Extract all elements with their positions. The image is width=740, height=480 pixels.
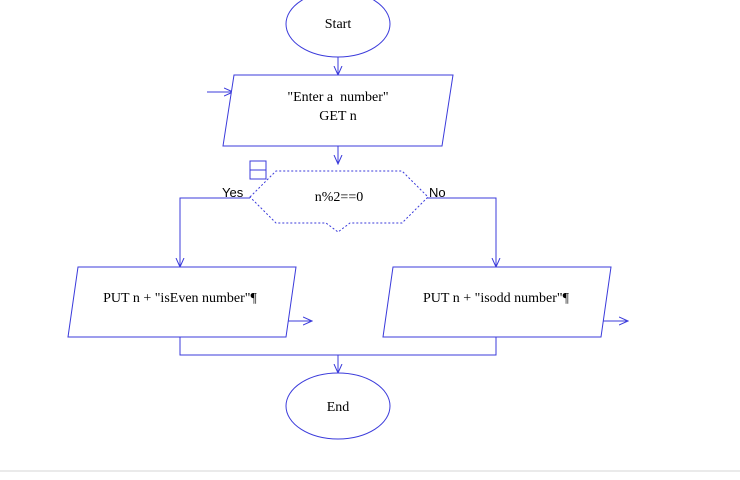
start-node[interactable]: Start <box>285 0 391 58</box>
edge-even-merge <box>179 337 338 356</box>
start-label: Start <box>325 17 352 32</box>
edge-no-branch <box>426 197 496 267</box>
end-node[interactable]: End <box>285 372 391 440</box>
odd-output-node[interactable]: PUT n + "isodd number"¶ <box>382 266 612 338</box>
decision-node[interactable]: n%2==0 <box>249 170 429 233</box>
input-prompt-label: "Enter a number" <box>287 90 388 105</box>
odd-output-label: PUT n + "isodd number"¶ <box>423 291 570 306</box>
yes-branch-label: Yes <box>222 185 244 200</box>
input-node[interactable]: "Enter a number" GET n <box>222 74 454 147</box>
input-get-label: GET n <box>319 109 356 124</box>
collapse-box-icon[interactable] <box>249 160 267 180</box>
even-output-node[interactable]: PUT n + "isEven number"¶ <box>67 266 297 338</box>
even-output-label: PUT n + "isEven number"¶ <box>103 291 257 306</box>
connectors <box>180 57 628 373</box>
edge-yes-branch <box>180 197 250 267</box>
decision-condition-label: n%2==0 <box>315 190 363 205</box>
no-branch-label: No <box>429 185 446 200</box>
edge-odd-merge <box>338 337 497 356</box>
end-label: End <box>327 400 350 415</box>
